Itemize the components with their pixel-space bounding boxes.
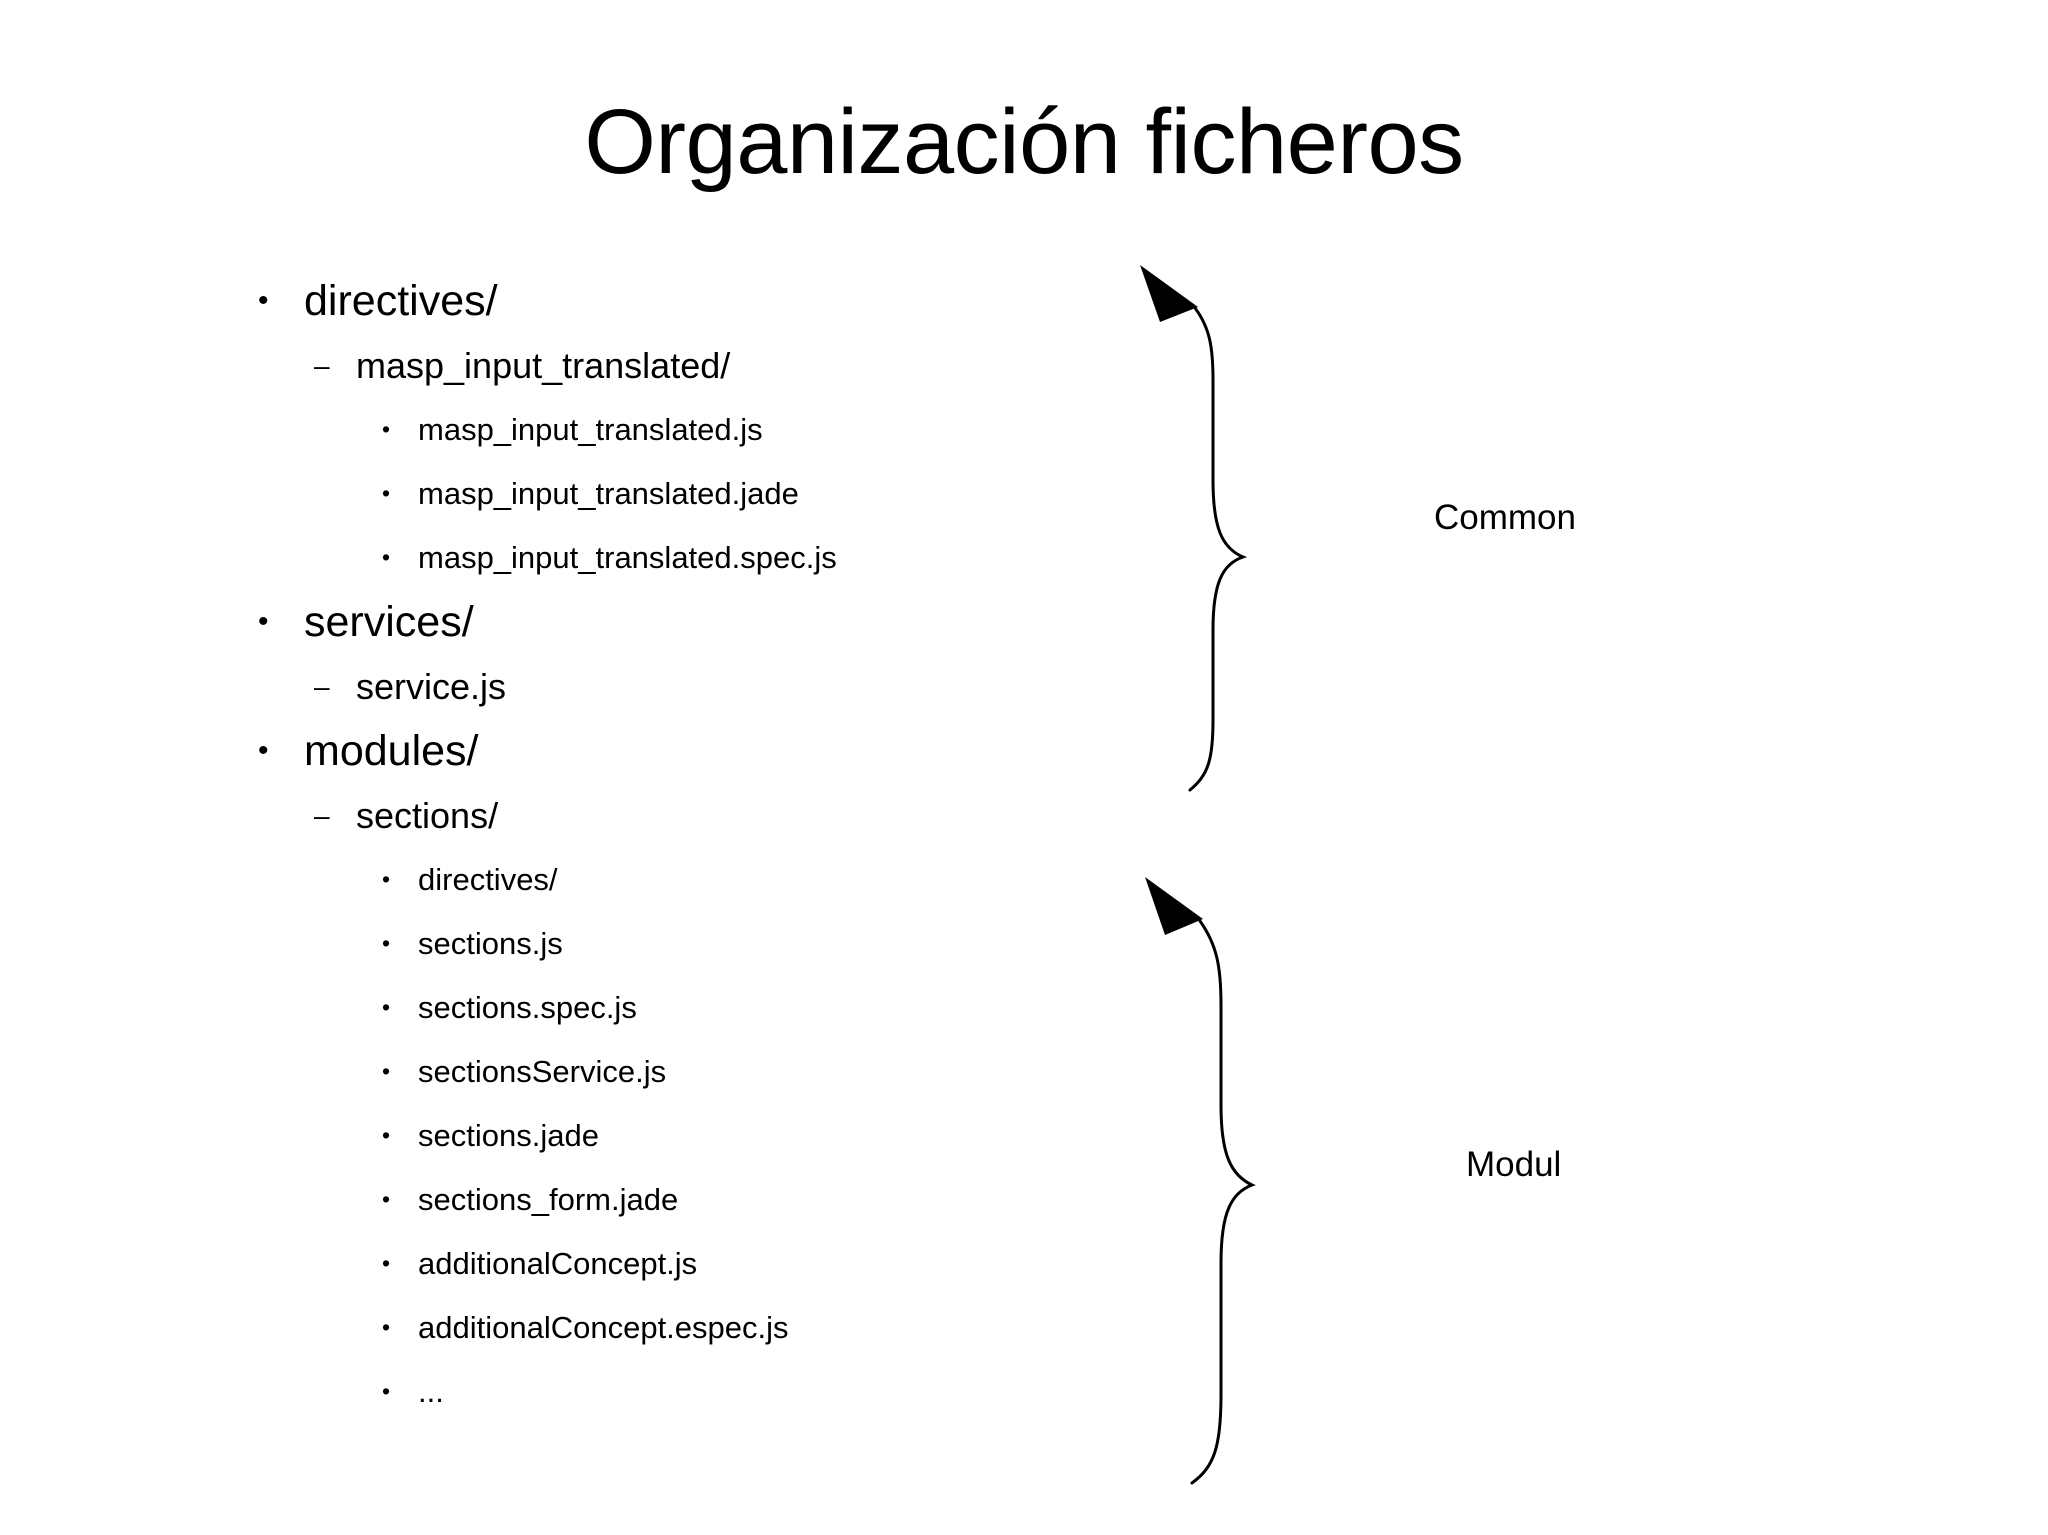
outline-item-level3: • sections.jade	[382, 1103, 1278, 1167]
bullet-glyph-icon: •	[382, 1185, 391, 1212]
outline-item-level3: • masp_input_translated.spec.js	[382, 525, 1278, 589]
annotation-label-common: Common	[1434, 498, 1576, 537]
outline-item-label: sections.jade	[418, 1117, 599, 1153]
arrowhead-common-icon	[1140, 265, 1198, 322]
curly-brace-common-icon	[1188, 306, 1248, 792]
outline-item-label: masp_input_translated/	[356, 344, 731, 386]
bullet-glyph-icon: •	[258, 605, 269, 638]
outline-item-label: masp_input_translated.js	[418, 411, 763, 447]
arrowhead-modul-icon	[1145, 877, 1203, 935]
bullet-glyph-icon: •	[382, 1121, 391, 1148]
bullet-glyph-icon: •	[382, 415, 391, 442]
outline-item-label: sections/	[356, 794, 499, 836]
outline-item-level3: • sections_form.jade	[382, 1167, 1278, 1231]
outline-item-label: sections.spec.js	[418, 989, 637, 1025]
brace-common-group	[1140, 265, 1248, 792]
outline-item-level3: • sectionsService.js	[382, 1039, 1278, 1103]
bullet-glyph-icon: •	[382, 993, 391, 1020]
outline-item-level3: •...	[382, 1359, 1278, 1423]
bullet-glyph-icon: •	[382, 479, 391, 506]
outline-item-label: service.js	[356, 665, 507, 707]
bullet-glyph-icon: •	[258, 734, 269, 767]
outline-item-level3: • masp_input_translated.js	[382, 397, 1278, 461]
outline-item-label: sections_form.jade	[418, 1181, 679, 1217]
outline-item-label: masp_input_translated.spec.js	[418, 539, 837, 575]
outline-item-label: sections.js	[418, 925, 563, 961]
outline-item-label: directives/	[418, 861, 558, 897]
annotation-label-modul: Modul	[1466, 1145, 1562, 1184]
outline-item-level2: –service.js	[314, 655, 1278, 718]
outline-item-label: additionalConcept.js	[418, 1245, 698, 1281]
outline-item-label: modules/	[304, 726, 479, 775]
brace-modul-group	[1145, 877, 1256, 1485]
bullet-glyph-icon: •	[382, 543, 391, 570]
outline-item-level3: • sections.js	[382, 911, 1278, 975]
outline-item-level1: • directives/	[258, 268, 1278, 334]
bullet-glyph-icon: •	[382, 1249, 391, 1276]
outline-item-level3: • additionalConcept.js	[382, 1231, 1278, 1295]
file-structure-outline: •directives/–masp_input_translated/•masp…	[258, 268, 1278, 1423]
outline-item-level2: –masp_input_translated/	[314, 334, 1278, 397]
bullet-glyph-icon: •	[382, 929, 391, 956]
outline-item-level1: • modules/	[258, 718, 1278, 784]
page-title: Organización ficheros	[584, 91, 1464, 193]
curly-brace-modul-icon	[1190, 919, 1256, 1485]
outline-item-level3: • directives/	[382, 847, 1278, 911]
outline-item-level3: • masp_input_translated.jade	[382, 461, 1278, 525]
bullet-glyph-icon: •	[382, 1377, 391, 1404]
outline-item-label: directives/	[304, 276, 498, 325]
bullet-glyph-icon: •	[382, 1057, 391, 1084]
outline-item-label: sectionsService.js	[418, 1053, 667, 1089]
outline-item-level1: • services/	[258, 589, 1278, 655]
outline-item-label: additionalConcept.espec.js	[418, 1309, 789, 1345]
bullet-glyph-icon: •	[382, 865, 391, 892]
bullet-glyph-icon: •	[382, 1313, 391, 1340]
outline-item-label: ...	[418, 1373, 444, 1409]
outline-item-level3: • sections.spec.js	[382, 975, 1278, 1039]
bullet-glyph-icon: –	[314, 799, 330, 831]
outline-item-level3: • additionalConcept.espec.js	[382, 1295, 1278, 1359]
bullet-glyph-icon: –	[314, 670, 330, 702]
bullet-glyph-icon: •	[258, 284, 269, 317]
outline-item-label: services/	[304, 597, 474, 646]
outline-item-level2: –sections/	[314, 784, 1278, 847]
outline-item-label: masp_input_translated.jade	[418, 475, 799, 511]
bullet-glyph-icon: –	[314, 349, 330, 381]
